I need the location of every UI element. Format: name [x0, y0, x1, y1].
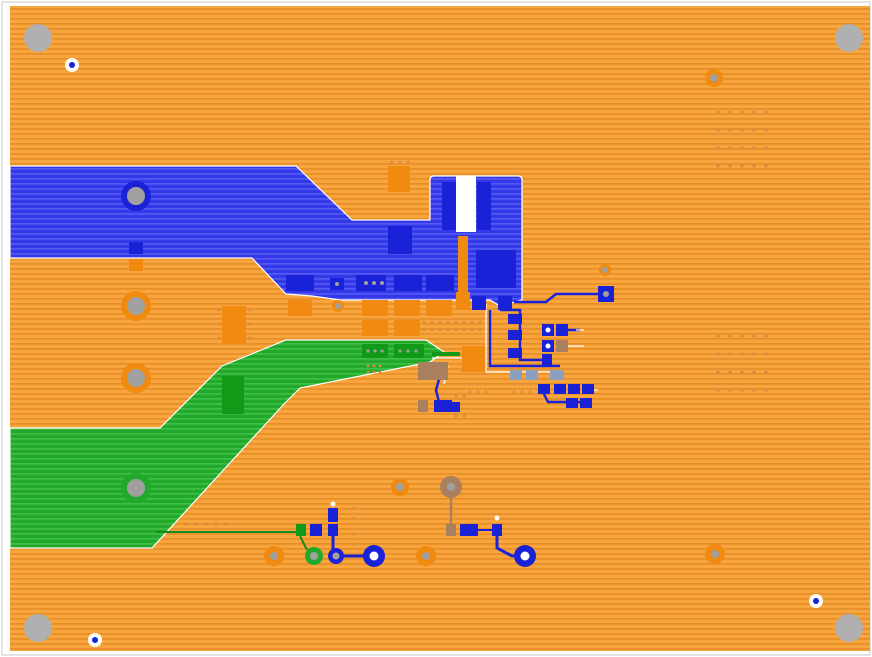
- edge-vias: [65, 58, 823, 647]
- via-grid-top-right: [716, 110, 768, 168]
- trace-segment: [458, 236, 468, 292]
- gray-circle-icon: [835, 614, 863, 642]
- smd-pad-icon: [388, 226, 412, 254]
- bottom-connectors: [156, 476, 536, 567]
- center-left-pads: [418, 362, 466, 418]
- ic-area: [366, 320, 532, 394]
- smd-pad-icon: [477, 182, 491, 230]
- net-green-pour: [9, 339, 446, 549]
- green-components: [222, 344, 460, 414]
- gray-circle-icon: [24, 614, 52, 642]
- smd-pad-icon: [442, 182, 456, 230]
- smd-pad-icon: [394, 275, 422, 291]
- smd-pad-icon: [356, 275, 386, 291]
- right-pads: [472, 286, 614, 408]
- smd-pad-icon: [286, 275, 314, 291]
- smd-pad-icon: [388, 166, 410, 192]
- orange-vias: [264, 69, 725, 566]
- gray-circle-icon: [835, 24, 863, 52]
- terminal-pads: [121, 181, 151, 503]
- via-grid-mid-right: [716, 334, 768, 392]
- smd-pad-icon: [222, 376, 244, 414]
- ic-pad: [462, 346, 486, 372]
- power-components: [286, 160, 516, 292]
- smd-pad-icon: [129, 259, 143, 271]
- smd-pad-icon: [129, 242, 143, 254]
- smd-pad-icon: [426, 275, 454, 291]
- inductor-pad: [476, 250, 516, 288]
- mid-components: [217, 292, 470, 344]
- copper-pour-top: [10, 6, 870, 651]
- mounting-holes: [24, 24, 863, 642]
- pour-cutout: [456, 176, 476, 232]
- gray-circle-icon: [24, 24, 52, 52]
